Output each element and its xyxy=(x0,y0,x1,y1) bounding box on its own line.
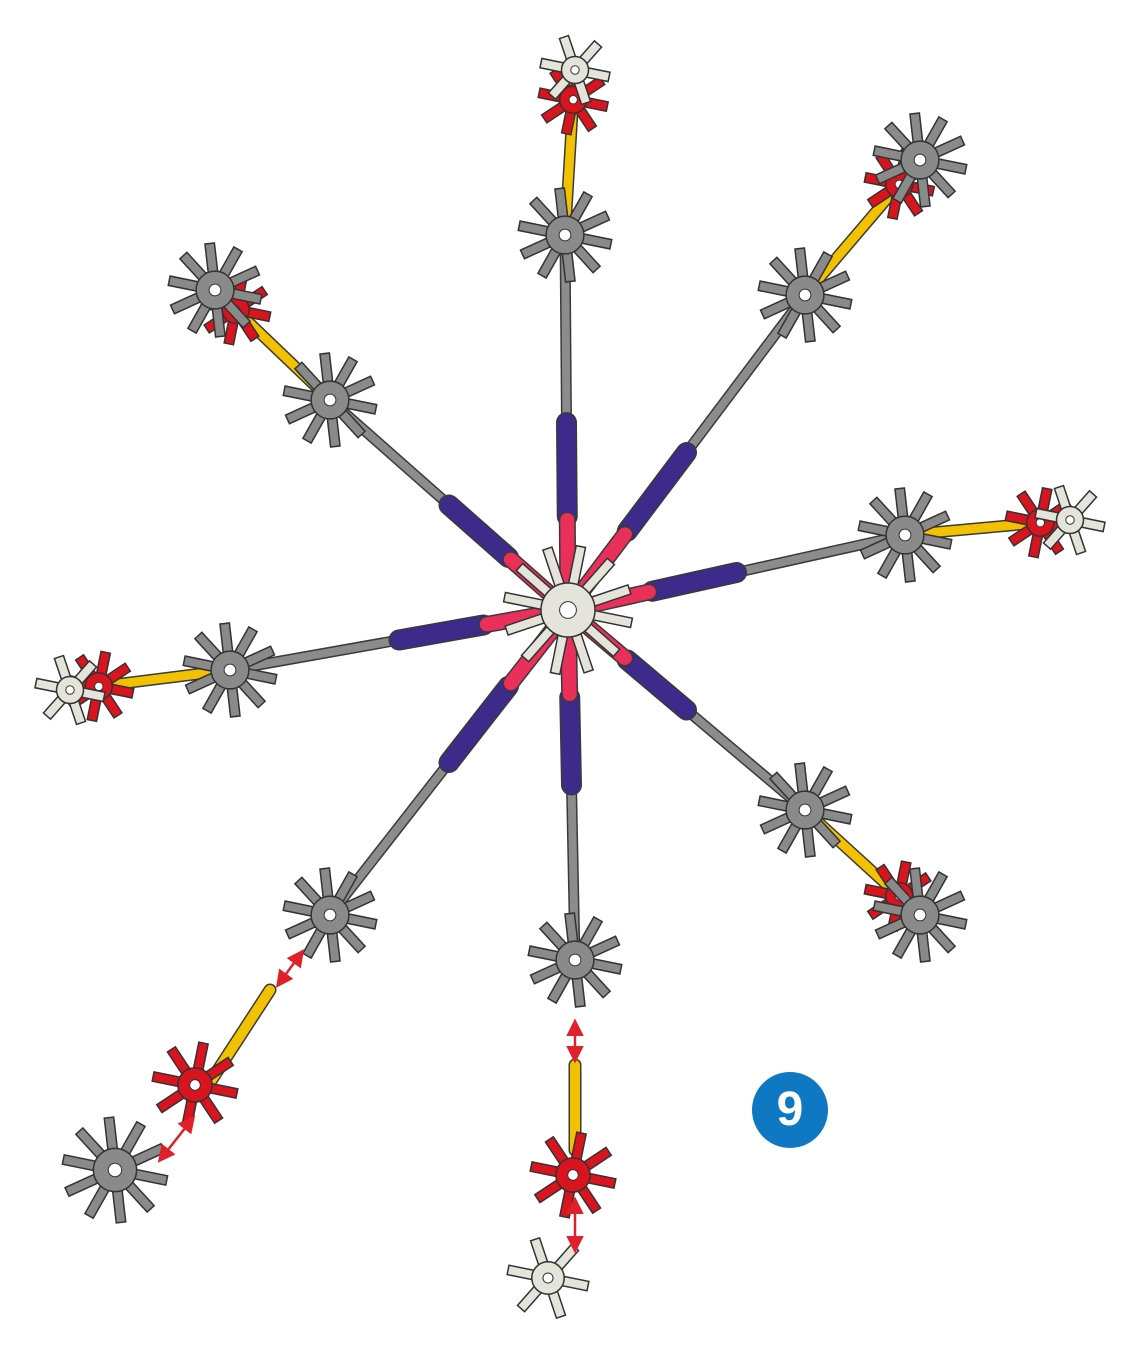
loose-white-connector-icon xyxy=(513,1244,584,1312)
spoke-1 xyxy=(524,42,606,588)
spoke-4 xyxy=(582,622,961,957)
assembly-arrow-4 xyxy=(160,1118,193,1160)
pink-connector xyxy=(568,631,569,694)
loose-gray-cluster-icon xyxy=(68,1122,162,1217)
purple-rod xyxy=(567,423,568,517)
assembly-arrows xyxy=(160,952,575,1250)
spoke-8 xyxy=(174,248,554,597)
gray-snowflake-connector-icon xyxy=(289,358,371,441)
spoke-3 xyxy=(588,492,1099,606)
assembly-arrow-3 xyxy=(278,952,302,985)
purple-rod xyxy=(570,698,572,786)
spoke-5 xyxy=(534,631,616,1002)
spoke-7 xyxy=(41,614,548,719)
purple-rod xyxy=(627,453,686,532)
purple-rod xyxy=(449,505,509,558)
purple-rod xyxy=(652,573,736,592)
gray-snowflake-connector-icon xyxy=(524,193,606,276)
spokes-group xyxy=(41,42,1100,1002)
spoke-6 xyxy=(289,628,554,956)
purple-rod xyxy=(627,660,686,710)
pink-connector xyxy=(567,520,568,588)
loose-parts-group xyxy=(68,990,610,1312)
purple-rod xyxy=(449,686,509,762)
step-number-badge: 9 xyxy=(752,1072,828,1148)
gray-snowflake-connector-icon xyxy=(534,918,616,1001)
loose-red-connector-icon xyxy=(536,1138,610,1212)
gray-snowflake-connector-icon xyxy=(764,768,846,851)
